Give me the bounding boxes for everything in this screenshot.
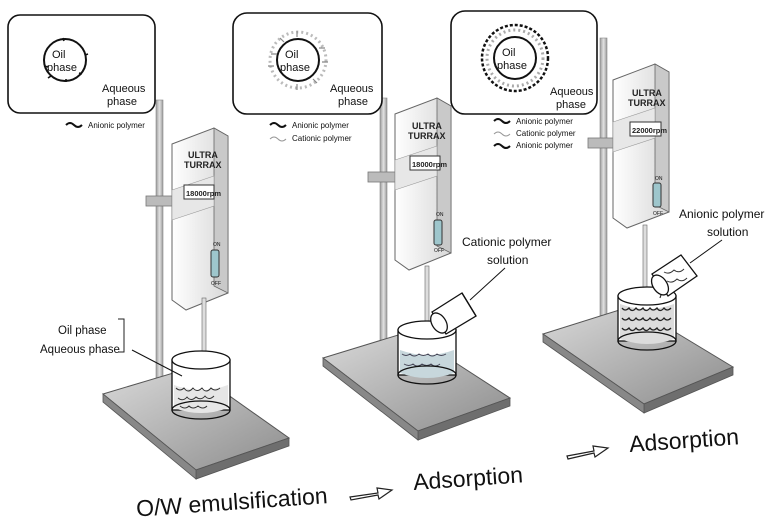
step-1-label: O/W emulsification [135, 482, 328, 521]
svg-text:phase: phase [497, 60, 527, 72]
panel-1-speed-display [183, 184, 215, 200]
svg-text:O/W emulsification: O/W emulsification [135, 482, 328, 521]
panel-2-brand-line1: ULTRA [412, 121, 442, 131]
panel-2-inset: Oil phase Aqueous phase [232, 12, 383, 115]
panel-2-power-switch [433, 219, 443, 246]
svg-text:Adsorption: Adsorption [628, 423, 740, 457]
svg-text:Aqueous: Aqueous [550, 86, 594, 98]
svg-text:Cationic polymer: Cationic polymer [292, 134, 352, 143]
svg-text:22000rpm: 22000rpm [632, 126, 667, 135]
phase-labels: Oil phase Aqueous phase [40, 318, 183, 377]
svg-text:Oil: Oil [285, 49, 298, 61]
panel-1-inset: Oil phase Aqueous phase [7, 14, 156, 114]
panel-2-brand-line2: TURRAX [408, 131, 446, 141]
panel-2-legend: Anionic polymer Cationic polymer [269, 121, 352, 143]
panel-1-power-switch [210, 249, 220, 278]
svg-text:Oil: Oil [52, 49, 65, 61]
svg-text:18000rpm: 18000rpm [412, 160, 447, 169]
svg-text:phase: phase [556, 99, 586, 111]
svg-text:Aqueous phase: Aqueous phase [40, 344, 120, 356]
panel-1-beaker [171, 350, 231, 420]
svg-text:phase: phase [107, 96, 137, 108]
svg-text:Anionic polymer: Anionic polymer [516, 141, 573, 150]
panel-1-brand-line2: TURRAX [184, 160, 222, 170]
step-arrow-1 [349, 487, 394, 501]
panel-3-brand-line1: ULTRA [632, 88, 662, 98]
cationic-polymer-glyph [493, 131, 511, 137]
svg-text:Anionic polymer: Anionic polymer [292, 121, 349, 130]
svg-text:phase: phase [338, 96, 368, 108]
svg-text:Cationic polymer: Cationic polymer [462, 235, 551, 249]
panel-2-stand-pole [367, 97, 399, 361]
svg-text:phase: phase [280, 62, 310, 74]
step-3-label: Adsorption [628, 423, 740, 457]
panel-2-base-plate [321, 331, 512, 441]
panel-2-speed-display [409, 155, 441, 171]
panel-1-homogenizer: ULTRA TURRAX 18000rpm ON OFF [171, 127, 229, 379]
anionic-polymer-glyph [493, 143, 511, 149]
svg-text:Anionic polymer: Anionic polymer [88, 121, 145, 130]
svg-text:Anionic polymer: Anionic polymer [516, 117, 573, 126]
panel-3-solution-label: Anionic polymer solution [679, 207, 764, 264]
panel-3-brand-line2: TURRAX [628, 98, 666, 108]
svg-text:ON: ON [213, 242, 221, 248]
oil-droplet-3 [493, 36, 537, 80]
cationic-polymer-glyph [269, 136, 287, 142]
svg-text:Anionic polymer: Anionic polymer [679, 207, 764, 221]
oil-droplet-2 [276, 38, 320, 82]
svg-text:OFF: OFF [434, 248, 444, 254]
svg-text:Oil: Oil [502, 47, 515, 59]
svg-text:ON: ON [436, 212, 444, 218]
svg-text:solution: solution [487, 253, 528, 267]
panel-2-homogenizer: ULTRA TURRAX 18000rpm ON OFF [394, 97, 452, 363]
panel-1-legend: Anionic polymer [65, 121, 145, 130]
svg-text:solution: solution [707, 225, 748, 239]
panel-3-base-plate [541, 305, 735, 414]
panel-3-speed-display [629, 121, 662, 137]
panel-3-power-switch [652, 182, 662, 208]
step-2-label: Adsorption [412, 461, 524, 495]
panel-3-inset: Oil phase Aqueous phase [450, 10, 598, 115]
svg-text:18000rpm: 18000rpm [186, 189, 221, 198]
svg-text:OFF: OFF [653, 211, 663, 217]
svg-text:Cationic polymer: Cationic polymer [516, 129, 576, 138]
panel-2-pouring-cup [430, 292, 477, 335]
panel-3-pouring-cup [650, 254, 698, 297]
svg-text:phase: phase [47, 62, 77, 74]
svg-text:OFF: OFF [211, 281, 221, 287]
svg-text:ON: ON [655, 176, 663, 182]
svg-text:Aqueous: Aqueous [102, 83, 146, 95]
anionic-polymer-glyph [493, 118, 511, 124]
oil-droplet-1 [43, 38, 87, 82]
svg-text:Adsorption: Adsorption [412, 461, 524, 495]
panel-3-legend: Anionic polymer Cationic polymer Anionic… [493, 117, 576, 150]
panel-1-brand-line1: ULTRA [188, 150, 218, 160]
panel-3-homogenizer: ULTRA TURRAX 22000rpm ON OFF [612, 63, 670, 326]
svg-text:Oil phase: Oil phase [58, 325, 107, 337]
anionic-polymer-glyph [65, 122, 83, 128]
panel-2-solution-label: Cationic polymer solution [462, 235, 551, 301]
svg-text:Aqueous: Aqueous [330, 83, 374, 95]
step-arrow-2 [566, 445, 610, 460]
anionic-polymer-glyph [269, 122, 287, 128]
